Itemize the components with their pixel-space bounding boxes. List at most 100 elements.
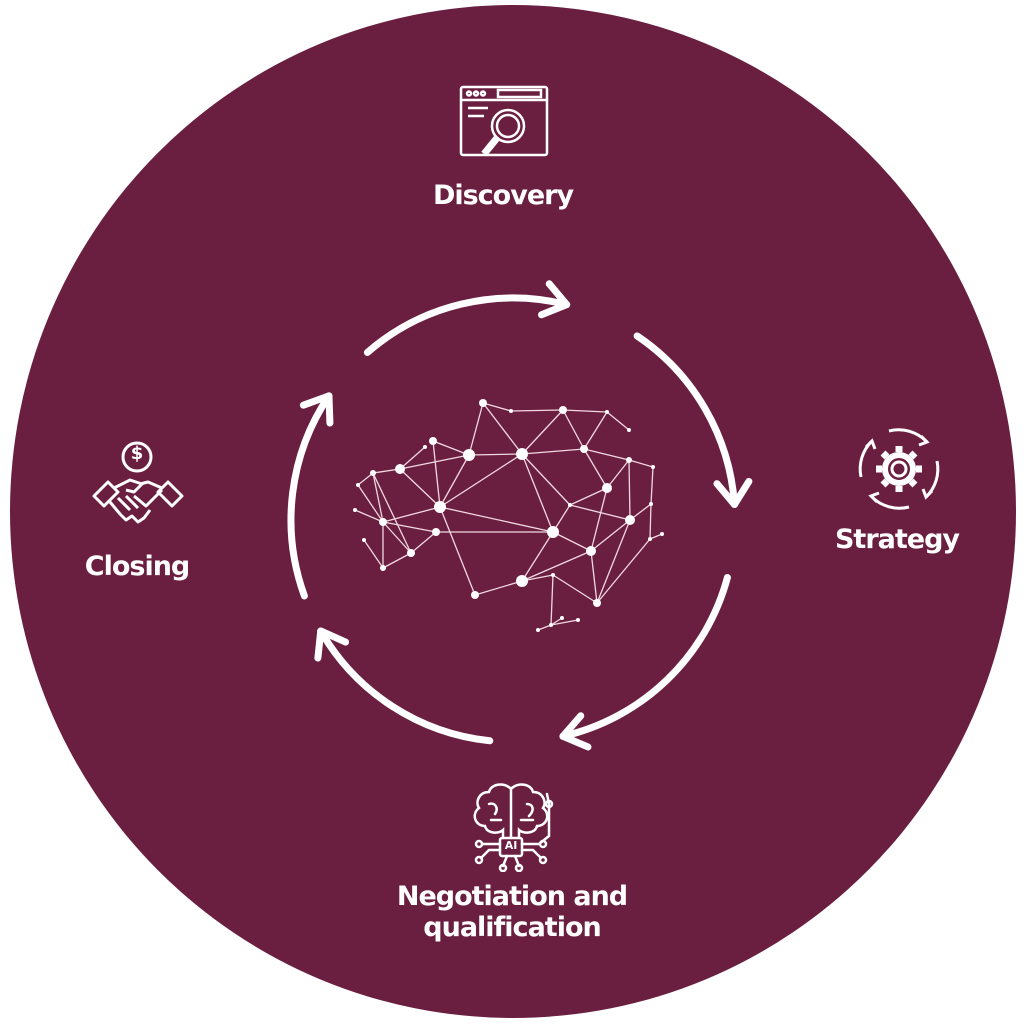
network-edge [649,503,652,540]
network-edge [569,504,631,521]
network-edge [363,539,384,569]
network-edge [649,533,663,540]
handshake-dollar-icon: $ [90,440,186,540]
network-edge [596,538,651,604]
cycle-arrow-head [314,627,350,662]
chip-text: AI [504,839,518,852]
network-edge [439,506,476,596]
network-node [547,526,559,538]
network-node [536,628,540,632]
network-node [649,502,653,506]
network-edge [562,409,585,450]
network-node [560,616,564,620]
network-edge [399,446,426,470]
cycle-arrow-arc [559,573,731,740]
cycle-arrow-head [299,392,334,427]
network-edge [399,454,470,470]
network-node [362,538,366,542]
network-node [602,483,612,493]
network-edge [468,402,484,456]
network-node [432,528,440,536]
network-edge [583,448,630,461]
network-edge [628,459,631,521]
network-node [551,573,555,577]
network-edge [382,521,437,533]
network-edge [432,440,470,456]
stage-label-strategy: Strategy [834,524,960,555]
network-node [380,565,386,571]
network-edge [482,402,523,455]
network-edge [521,531,554,582]
network-edge [569,487,608,506]
network-edge [537,624,552,631]
network-node [568,503,572,507]
network-edge [550,617,563,626]
neural-network-brain-icon [353,399,664,632]
network-edge [628,459,654,468]
network-edge [552,574,598,604]
network-node [423,445,427,449]
network-edge [521,453,571,506]
network-edge [521,448,585,455]
network-edge [357,472,374,486]
stage-label-negotiation-line2: qualification [423,912,601,943]
handshake-icon [92,441,184,524]
network-node [407,549,415,557]
cycle-arrow-arc [317,627,494,745]
network-edge [521,550,592,582]
network-edge [354,509,384,523]
network-node [648,537,652,541]
cycle-arrows [287,280,753,751]
network-node [463,449,475,461]
brain-circuit-icon [473,783,554,873]
network-edge [372,472,384,523]
network-node [660,532,664,536]
network-edge [399,468,441,508]
network-node [379,518,387,526]
cycle-arrow-head [713,477,753,509]
network-node [580,445,588,453]
stage-label-negotiation-line1: Negotiation and [396,881,628,912]
network-edge [590,487,608,552]
stage-label-negotiation: Negotiation and qualification [396,881,628,943]
gear-cycle-icon [858,428,940,510]
network-edge [410,531,437,554]
ai-brain-chip-icon: AI [463,780,559,873]
network-node [356,483,360,487]
network-node [434,501,446,513]
stage-label-discovery: Discovery [432,180,574,211]
network-edge [439,454,470,508]
network-edge [552,531,592,552]
cycle-arrow-arc [363,294,571,356]
network-node [559,406,567,414]
network-node [479,399,487,407]
network-edge [382,506,441,523]
network-node [549,623,553,627]
network-node [586,546,596,556]
cycle-arrow-head [559,712,592,751]
network-node [429,437,437,445]
cycle-arrow-arc [287,392,333,600]
network-edge [550,574,554,626]
browser-search-icon [459,85,549,157]
network-node [625,515,635,525]
network-edge [590,550,598,604]
network-edge [510,409,564,412]
network-edge [596,519,631,604]
network-edge [439,506,554,533]
network-node [626,457,632,463]
network-edge [583,448,608,489]
network-node [576,618,580,622]
network-edge [606,459,630,489]
network-node [593,599,601,607]
network-node [471,591,479,599]
network-edge [650,466,654,505]
network-node [651,465,655,469]
network-edge [583,411,608,450]
network-edge [382,521,412,554]
network-edge [562,409,608,413]
network-node [395,464,405,474]
stage-label-closing: Closing [84,551,190,582]
network-edge [521,453,554,533]
